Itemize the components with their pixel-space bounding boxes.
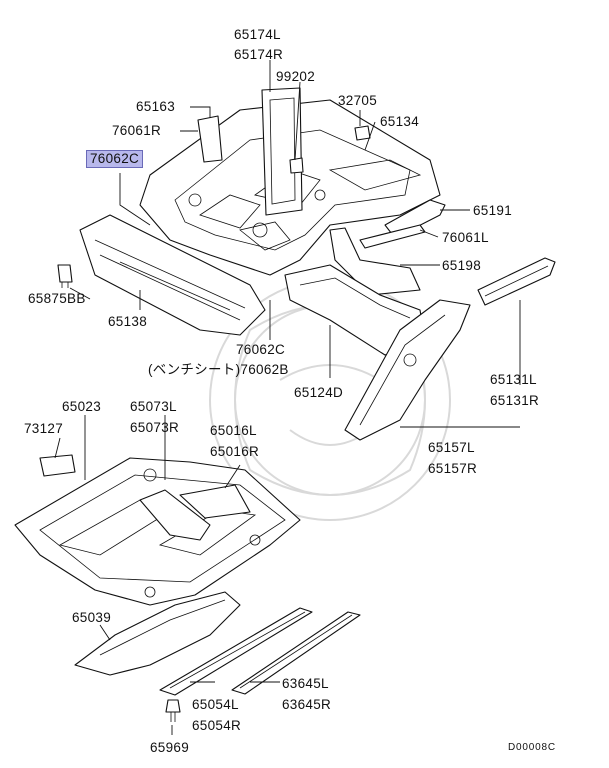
label-65157L: 65157L — [428, 440, 475, 455]
bolt-65969 — [165, 699, 181, 722]
front-side-member-65157 — [344, 299, 471, 441]
label-65131L: 65131L — [490, 372, 537, 387]
label-73127: 73127 — [24, 421, 64, 436]
reinforcement-65073 — [139, 489, 211, 541]
tunnel-65039 — [74, 591, 241, 676]
label-65016R: 65016R — [210, 444, 260, 459]
label-99202: 99202 — [276, 69, 316, 84]
label-76062C-highlighted[interactable]: 76062C — [86, 150, 144, 168]
clip-32705 — [354, 125, 371, 141]
label-76062C: 76062C — [236, 342, 286, 357]
crossmember-65138 — [79, 214, 266, 336]
leader-lines — [54, 60, 521, 735]
reinforcement-65016 — [179, 484, 251, 519]
label-32705: 32705 — [338, 93, 378, 108]
label-65198: 65198 — [442, 258, 482, 273]
label-65134: 65134 — [380, 114, 420, 129]
label-76062B: (ベンチシート)76062B — [148, 362, 289, 377]
bolt-65875BB — [57, 264, 73, 288]
label-76061R: 76061R — [112, 123, 162, 138]
label-65039: 65039 — [72, 610, 112, 625]
front-floor-pan — [14, 457, 301, 606]
label-63645R: 63645R — [282, 697, 332, 712]
label-65073L: 65073L — [130, 399, 177, 414]
label-65174R: 65174R — [234, 47, 284, 62]
diagram-code: D00008C — [508, 742, 556, 753]
clip-73127 — [39, 454, 76, 477]
label-65174L: 65174L — [234, 27, 281, 42]
label-76061L: 76061L — [442, 230, 489, 245]
rail-65131 — [477, 257, 556, 306]
label-65163: 65163 — [136, 99, 176, 114]
sill-63645 — [231, 611, 361, 695]
extension-65198 — [329, 227, 421, 296]
bracket-65163 — [197, 115, 223, 163]
label-65054L: 65054L — [192, 697, 239, 712]
rear-crossmember-bracket — [261, 87, 303, 216]
label-65023: 65023 — [62, 399, 102, 414]
label-65131R: 65131R — [490, 393, 540, 408]
label-65124D: 65124D — [294, 385, 344, 400]
label-65054R: 65054R — [192, 718, 242, 733]
label-65073R: 65073R — [130, 420, 180, 435]
label-65157R: 65157R — [428, 461, 478, 476]
fastener-99202 — [289, 157, 304, 174]
label-65969: 65969 — [150, 740, 190, 755]
label-63645L: 63645L — [282, 676, 329, 691]
label-65191: 65191 — [473, 203, 513, 218]
label-65138: 65138 — [108, 314, 148, 329]
label-65016L: 65016L — [210, 423, 257, 438]
label-65875BB: 65875BB — [28, 291, 86, 306]
